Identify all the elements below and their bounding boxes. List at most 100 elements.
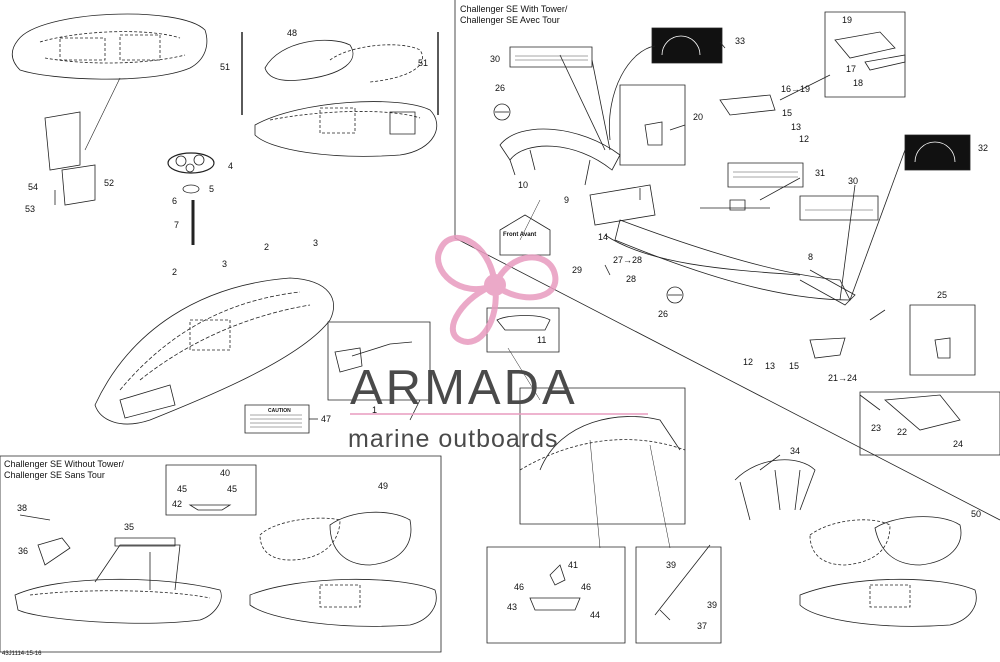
callout: 15 [782,108,793,118]
cushion-49-icon [330,512,411,565]
detail-box-40-45 [166,465,256,515]
callout: 45 [227,484,238,494]
callout: 4 [228,161,234,171]
hatch-cover-icon [168,153,214,173]
speedometer-decal-icon [652,28,722,63]
callout: 54 [28,182,39,192]
callout: 18 [853,78,864,88]
callout: 39 [707,600,718,610]
callout: 35 [124,522,135,532]
detail-box-tower-mount [520,388,685,524]
callout: 33 [735,36,746,46]
callout: 53 [25,204,36,214]
callout: 7 [174,220,180,230]
main-boat-hull-icon [95,278,334,424]
callout: 39 [666,560,677,570]
callout: 21→24 [828,373,858,383]
callout: 41 [568,560,579,570]
callout: 25 [937,290,948,300]
caution-decal-30b-icon [800,196,878,220]
callout: 32 [978,143,989,153]
diagram-footer-code: 43J1114-15-16 [2,651,42,657]
boat-side-view-icon [255,102,437,157]
callout: 3 [313,238,319,248]
callout: 2 [264,242,270,252]
seat-cushion-icon [265,40,353,80]
callout: 2 [172,267,178,277]
callout: 30 [848,176,859,186]
callout: 49 [378,481,389,491]
screw-26b-icon [667,287,683,303]
callout: 40 [220,468,231,478]
callout: 23 [871,423,882,433]
cushion-50-icon [875,517,961,565]
callout: 37 [697,621,708,631]
callout: 12 [743,357,754,367]
callout: 51 [418,58,429,68]
callout: 51 [220,62,231,72]
warning-decal-icon [728,163,803,187]
callout: 12 [799,134,810,144]
bimini-top-icon [735,460,815,520]
detail-box-37-39 [636,547,721,643]
callout: 46 [581,582,592,592]
callout: 14 [598,232,609,242]
caution-decal-30a-icon [510,47,592,67]
speedometer-decal-32-icon [905,135,970,170]
callout: 44 [590,610,601,620]
callout: 50 [971,509,982,519]
boat-top-view-icon [12,14,207,79]
callout: 8 [808,252,814,262]
callout: 45 [177,484,188,494]
callout: 43 [507,602,518,612]
section-title-with-tower: Challenger SE With Tower/ Challenger SE … [460,4,568,25]
callout: 20 [693,112,704,122]
boat-without-tower-icon [15,538,221,623]
callout: 16→19 [781,84,811,94]
callout: 31 [815,168,826,178]
callout: 36 [18,546,29,556]
panel-without-tower [0,456,441,652]
front-avant-label: Front Avant [503,232,537,238]
callout: 19 [842,15,853,25]
bracket-box-16-19 [825,12,905,97]
callout: 6 [172,196,178,206]
callout: 26 [658,309,669,319]
callout: 48 [287,28,298,38]
callout: 13 [791,122,802,132]
callout: 26 [495,83,506,93]
callout: 11 [537,335,547,345]
cooler-seat-icon [45,112,95,205]
callout: 29 [572,265,583,275]
callout: 52 [104,178,115,188]
caution-label: CAUTION [268,408,291,414]
callout: 3 [222,259,228,269]
screw-26a-icon [494,104,510,120]
front-arrow-icon [500,215,550,255]
callout: 30 [490,54,501,64]
callout: 13 [765,361,776,371]
callout: 17 [846,64,857,74]
callout: 1 [372,405,378,415]
callout: 5 [209,184,215,194]
hardware-kit-25 [910,305,975,375]
callout: 10 [518,180,529,190]
callout: 9 [564,195,570,205]
callout: 28 [626,274,637,284]
propeller-logo-icon [438,238,555,342]
callout: 47 [321,414,332,424]
callout: 24 [953,439,964,449]
detail-box-41-44 [487,547,625,643]
callout: 22 [897,427,908,437]
callout: 42 [172,499,183,509]
section-title-without-tower: Challenger SE Without Tower/ Challenger … [4,459,124,480]
callout: 27→28 [613,255,643,265]
callout: 15 [789,361,800,371]
watermark-tagline: marine outboards [348,425,559,453]
hardware-kit-20 [620,85,685,165]
bracket-21-24-icon [810,338,845,358]
callout: 34 [790,446,801,456]
watermark-brand: ARMADA [350,361,578,415]
